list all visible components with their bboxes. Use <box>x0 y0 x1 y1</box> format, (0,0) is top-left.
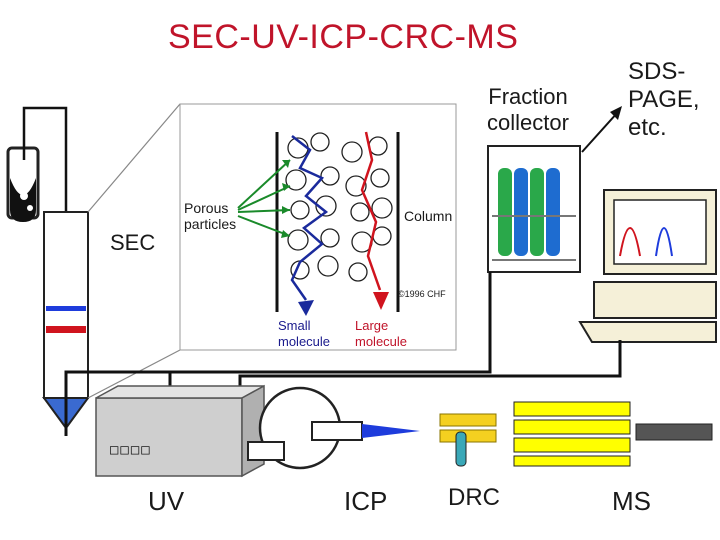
ms-label: MS <box>612 486 651 516</box>
ms-analyzer <box>513 401 631 467</box>
porous-particles-label: Porous particles <box>184 200 237 232</box>
drc-label: DRC <box>448 484 500 511</box>
uv-display: □□□□ <box>110 442 152 458</box>
uv-label: UV <box>148 486 185 516</box>
copyright-label: ©1996 CHF <box>398 289 446 299</box>
uv-detector <box>95 384 265 478</box>
column-label: Column <box>404 208 453 224</box>
large-molecule-label: Large molecule <box>355 318 408 349</box>
porous-particles <box>285 132 393 282</box>
fraction-collector-icon <box>487 145 581 273</box>
small-molecule-label: Small molecule <box>278 318 331 349</box>
drc-cell <box>439 413 497 467</box>
icp-torch <box>247 386 420 470</box>
computer-monitor-icon <box>578 189 717 343</box>
porous-arrows <box>237 159 291 237</box>
sample-feed-line <box>22 106 68 212</box>
icp-label: ICP <box>344 486 388 516</box>
small-molecule-path <box>290 135 329 301</box>
large-molecule-path <box>360 131 382 291</box>
sec-label: SEC <box>110 230 156 255</box>
column-band-blue <box>46 306 86 311</box>
diagram-title: SEC-UV-ICP-CRC-MS <box>168 18 519 56</box>
column-band-red <box>46 326 86 333</box>
sds-page-label: SDS-PAGE, etc. <box>628 58 700 141</box>
fraction-collector-label: Fraction collector <box>487 84 569 135</box>
ms-connector <box>635 423 713 441</box>
